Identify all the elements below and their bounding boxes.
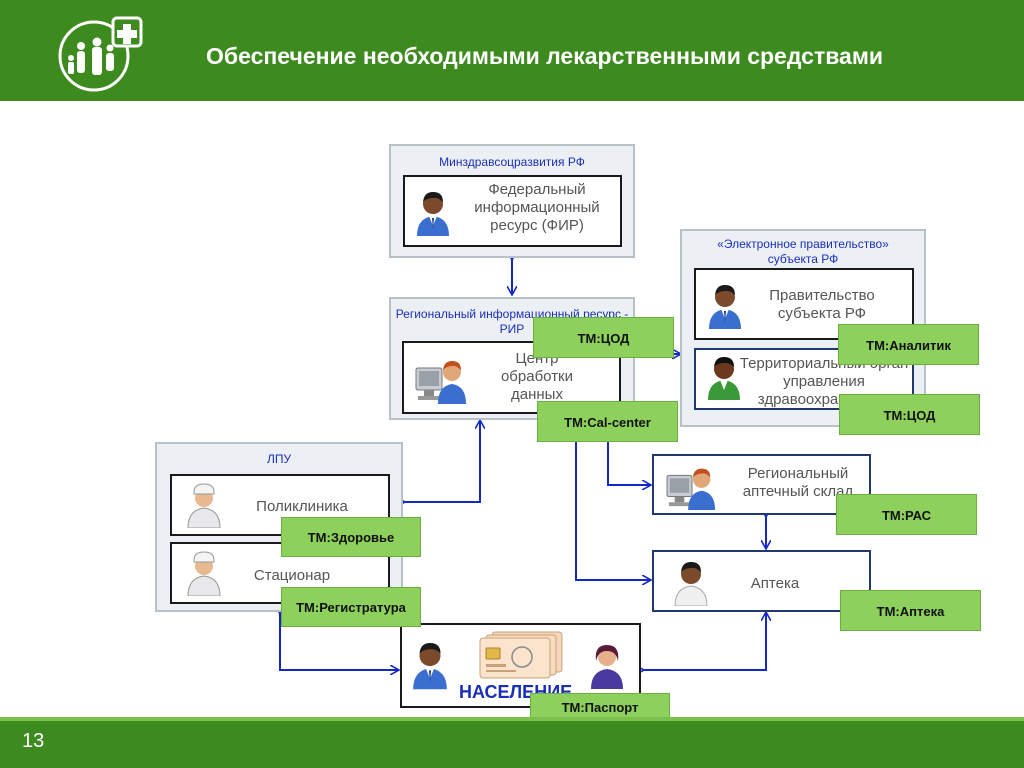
person-man-icon	[709, 285, 741, 329]
page-number: 13	[22, 730, 45, 752]
health-card-icon	[479, 631, 563, 679]
family-health-logo-icon	[58, 16, 143, 92]
tm-cod-health-label: ТМ:ЦОД	[839, 394, 980, 435]
tm-pas-label: ТМ:РАС	[836, 494, 977, 535]
person-man-icon	[417, 192, 449, 236]
pharmacy-label: Аптека	[750, 575, 800, 592]
person-green-icon	[708, 357, 740, 400]
page-title: Обеспечение необходимыми лекарственными …	[206, 43, 883, 69]
fir-label: Федеральный информационный ресурс (ФИР)	[474, 181, 600, 234]
tm-callcenter-label: ТМ:Cal-center	[537, 401, 678, 442]
footer-bar	[0, 717, 1024, 768]
polyclinic-label: Поликлиника	[256, 498, 348, 515]
warehouse-label: Региональный аптечный склад	[742, 465, 854, 500]
hospital-label: Стационар	[253, 567, 331, 584]
ministry-label: Минздравсоцразвития РФ	[439, 155, 585, 169]
person-man-icon	[413, 642, 447, 690]
person-woman-icon	[591, 645, 623, 689]
doctor-icon	[187, 551, 221, 596]
operator-computer-icon	[415, 361, 466, 404]
doctor-icon	[187, 483, 221, 528]
lpu-label: ЛПУ	[266, 452, 292, 466]
header-bar	[0, 0, 1024, 101]
egov-label: «Электронное правительство» субъекта РФ	[717, 237, 889, 266]
tm-health-label: ТМ:Здоровье	[281, 517, 421, 557]
gov-label: Правительство субъекта РФ	[769, 287, 875, 322]
tm-pharmacy-label: ТМ:Аптека	[840, 590, 981, 631]
tm-cod-label: ТМ:ЦОД	[533, 317, 674, 358]
operator-computer-icon	[666, 468, 716, 510]
cod-label: Центр обработки данных	[500, 350, 574, 403]
tm-analyst-label: ТМ:Аналитик	[838, 324, 979, 365]
pharmacist-icon	[674, 562, 708, 606]
tm-registry-label: ТМ:Регистратура	[281, 587, 421, 627]
